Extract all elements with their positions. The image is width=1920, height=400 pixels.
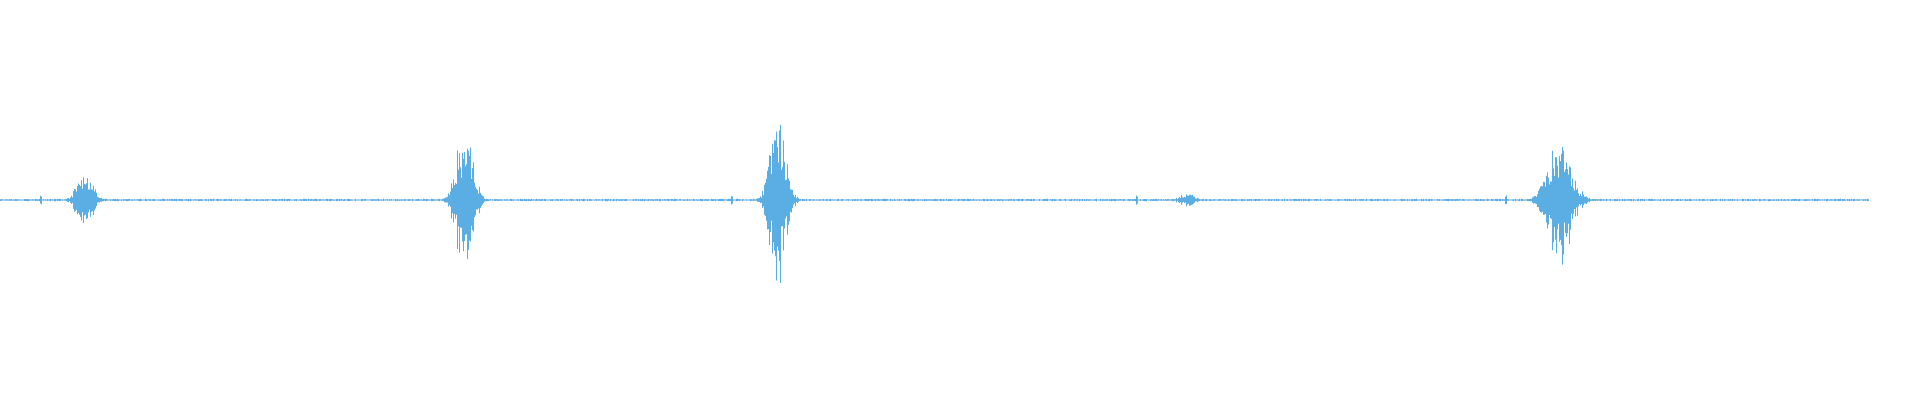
waveform-samples xyxy=(0,124,1869,284)
waveform-trace xyxy=(0,124,1869,284)
